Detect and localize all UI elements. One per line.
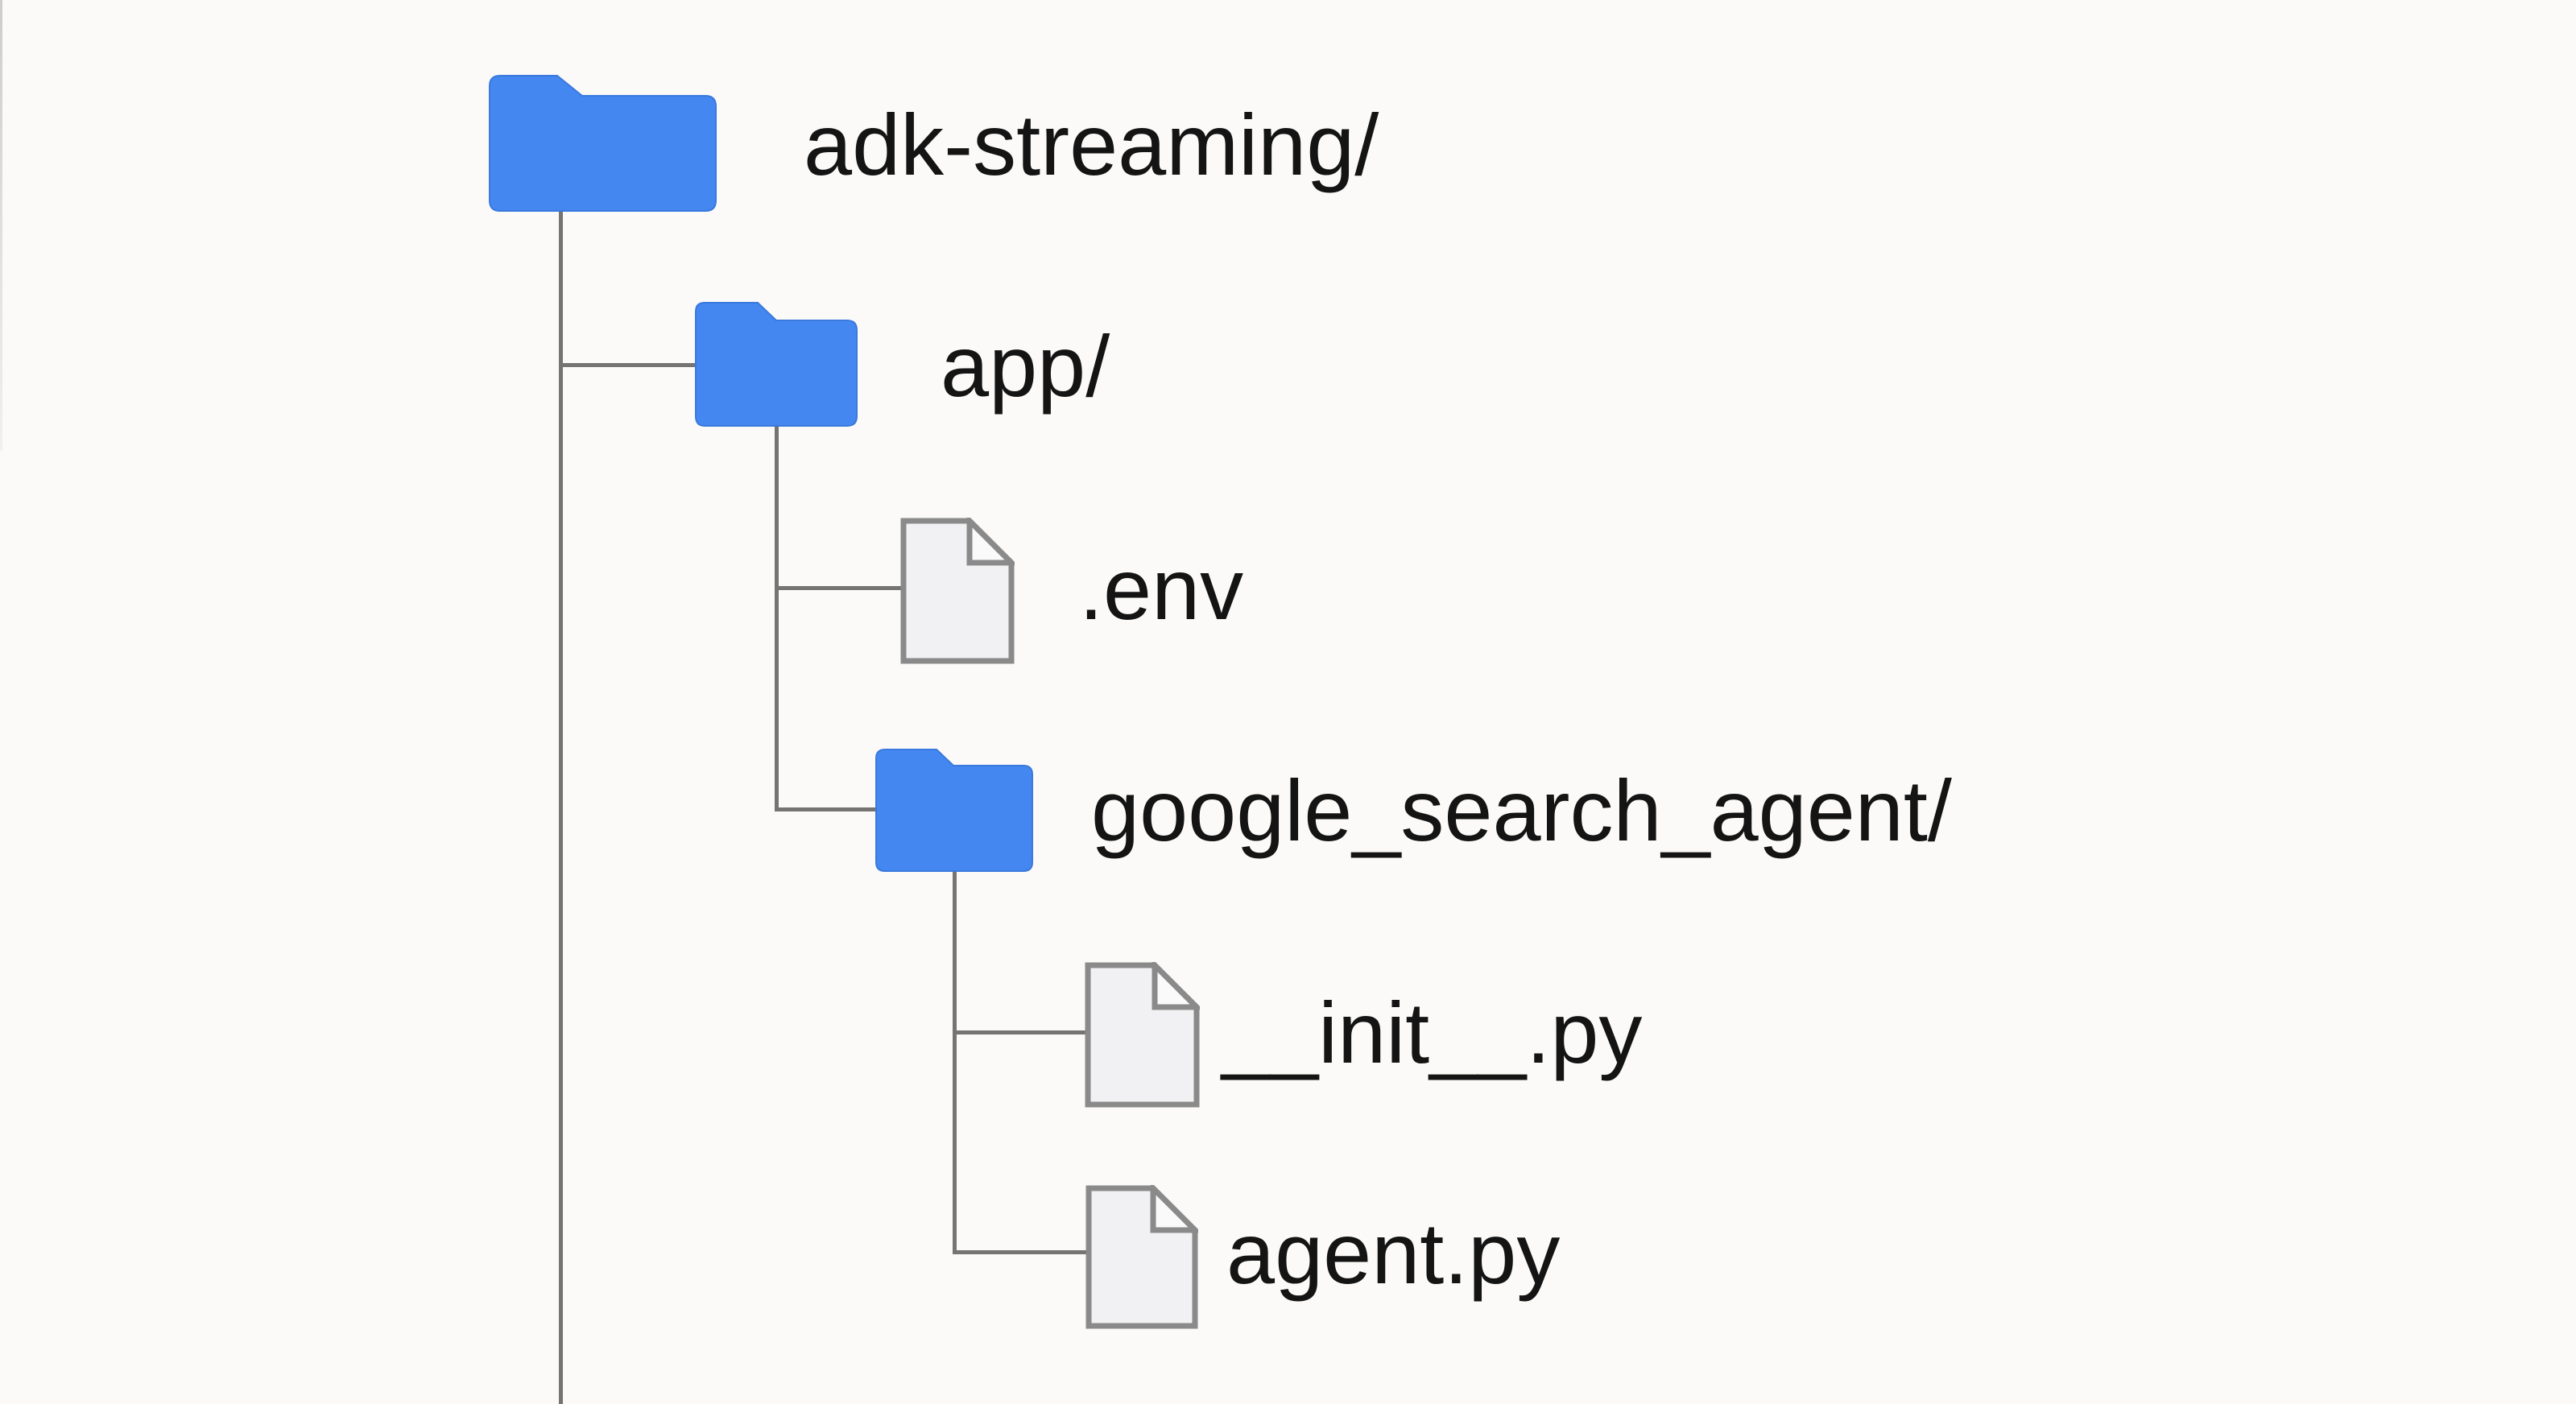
file-icon xyxy=(1085,1185,1198,1329)
left-edge-artifact xyxy=(0,0,2,451)
node-label-agent-py: agent.py xyxy=(1226,1204,1561,1302)
tree-node-adk-streaming xyxy=(489,75,717,212)
connector-app-branch xyxy=(559,363,697,367)
node-label-init-py: __init__.py xyxy=(1222,984,1643,1081)
connector-google-search-agent-branch xyxy=(775,807,877,811)
tree-node-google-search-agent xyxy=(875,749,1033,872)
connector-agent-branch xyxy=(953,1250,1087,1254)
node-label-env: .env xyxy=(1079,540,1244,638)
connector-google-search-agent-vertical xyxy=(953,871,957,1254)
connector-root-vertical xyxy=(559,211,563,1404)
file-icon xyxy=(900,518,1015,664)
connector-init-branch xyxy=(953,1030,1086,1034)
folder-icon xyxy=(695,302,858,427)
node-label-google-search-agent: google_search_agent/ xyxy=(1091,762,1952,859)
tree-node-app xyxy=(695,302,858,427)
connector-app-vertical xyxy=(775,426,779,811)
connector-env-branch xyxy=(775,586,902,590)
folder-icon xyxy=(489,75,717,212)
node-label-app: app/ xyxy=(941,317,1110,415)
tree-node-agent-py xyxy=(1085,1185,1198,1329)
tree-node-env xyxy=(900,518,1015,664)
folder-icon xyxy=(875,749,1033,872)
file-icon xyxy=(1085,962,1200,1108)
node-label-adk-streaming: adk-streaming/ xyxy=(804,96,1379,193)
tree-node-init-py xyxy=(1085,962,1200,1108)
